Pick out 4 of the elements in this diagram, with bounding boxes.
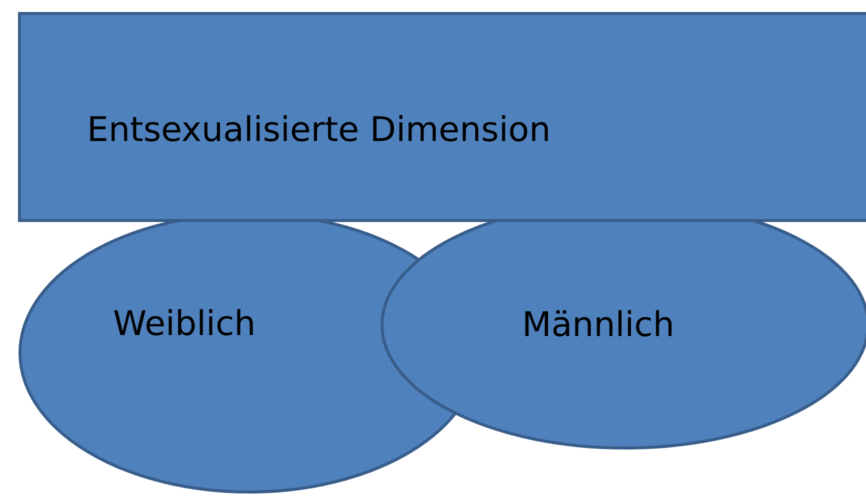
node-label: Entsexualisierte Dimension xyxy=(87,110,551,150)
node-label: Männlich xyxy=(522,305,674,345)
node-label: Weiblich xyxy=(113,304,256,344)
dimension-box xyxy=(18,12,866,222)
